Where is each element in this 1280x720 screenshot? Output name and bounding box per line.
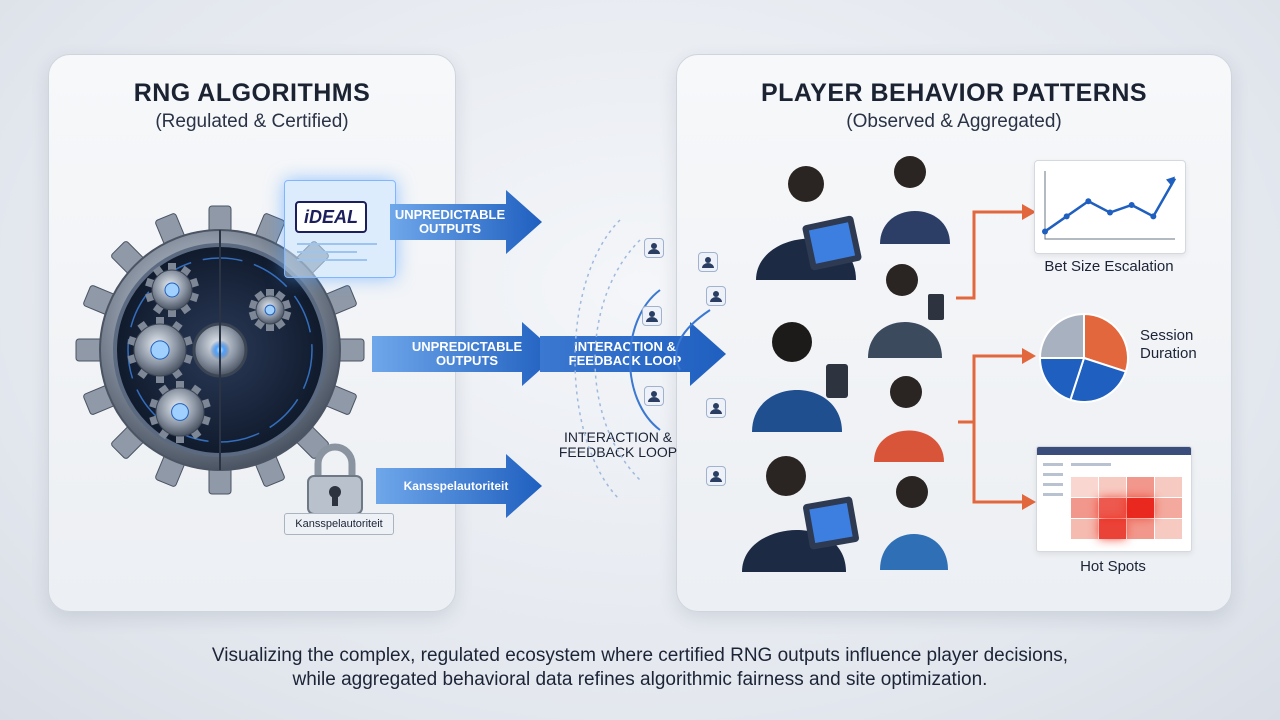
line-point: [1128, 202, 1135, 208]
user-icon: [644, 386, 664, 406]
heatmap-cell: [1071, 498, 1098, 518]
line-point: [1042, 228, 1048, 235]
ideal-card: iDEAL: [284, 180, 396, 278]
arrow-bottom: Kansspelautoriteit: [376, 454, 542, 518]
rng-title: RNG ALGORITHMS: [133, 79, 371, 107]
arrow-top: UNPREDICTABLE OUTPUTS: [390, 190, 542, 254]
feedback-swirl: [560, 200, 740, 520]
person-icon: [870, 150, 954, 244]
person-icon: [862, 258, 954, 358]
bet-size-label: Bet Size Escalation: [1044, 258, 1174, 275]
user-icon: [642, 306, 662, 326]
heatmap-cell: [1099, 477, 1126, 497]
behavior-subtitle: (Observed & Aggregated): [846, 111, 1062, 132]
caption: Visualizing the complex, regulated ecosy…: [0, 644, 1280, 692]
pie-slice: [1038, 357, 1086, 402]
heatmap-cell: [1155, 519, 1182, 539]
pie-slice: [1069, 356, 1128, 403]
hot-spots-label: Hot Spots: [1080, 558, 1146, 575]
arrow-middle-line2: OUTPUTS: [435, 353, 499, 368]
lock-icon: [300, 440, 370, 520]
person-icon: [736, 160, 866, 280]
line-series: [1044, 177, 1177, 233]
arrow-top-line2: OUTPUTS: [418, 221, 482, 236]
line-point: [1150, 213, 1157, 220]
session-label-line1: Session: [1140, 327, 1194, 344]
user-icon: [706, 286, 726, 306]
heatmap-cell: [1099, 498, 1126, 518]
loop-caption-line1: INTERACTION &: [563, 429, 673, 445]
session-duration-label: Session Duration: [1140, 327, 1220, 363]
ideal-logo-text: iDEAL: [304, 207, 358, 227]
person-icon: [736, 450, 866, 572]
gear-icon: [70, 200, 370, 500]
heatmap-cell: [1127, 498, 1154, 518]
arrow-middle: UNPREDICTABLE OUTPUTS: [372, 322, 558, 386]
pie-slice: [1038, 312, 1085, 359]
user-icon: [706, 398, 726, 418]
arrow-bottom-label: Kansspelautoriteit: [403, 479, 509, 493]
connector-arrows: [950, 196, 1040, 516]
heatmap-cell: [1071, 477, 1098, 497]
lock-label: Kansspelautoriteit: [284, 513, 394, 535]
arrow-loop-line1: INTERACTION &: [574, 339, 676, 354]
pie-chart-icon: [1036, 310, 1132, 406]
user-icon: [644, 238, 664, 258]
line-point: [1085, 198, 1092, 205]
heatmap-cell: [1155, 477, 1182, 497]
heatmap-cell: [1099, 519, 1126, 539]
rng-subtitle: (Regulated & Certified): [155, 111, 349, 132]
heatmap-icon: [1036, 446, 1192, 552]
arrow-middle-line1: UNPREDICTABLE: [411, 339, 523, 354]
caption-line2: while aggregated behavioral data refines…: [292, 669, 988, 690]
user-icon: [706, 466, 726, 486]
arrow-top-line1: UNPREDICTABLE: [394, 207, 506, 222]
ideal-logo: iDEAL: [295, 201, 367, 233]
line-point: [1107, 209, 1113, 216]
person-icon: [870, 370, 954, 462]
line-arrowhead: [1166, 176, 1175, 187]
bet-size-chart-card: [1034, 160, 1186, 254]
line-point: [1063, 213, 1070, 220]
caption-line1: Visualizing the complex, regulated ecosy…: [211, 645, 1069, 666]
line-chart-axes: [1044, 171, 1175, 240]
session-label-line2: Duration: [1140, 345, 1197, 362]
pie-slice: [1083, 312, 1129, 373]
heatmap-cell: [1071, 519, 1098, 539]
person-icon: [878, 470, 958, 570]
heatmap-cell: [1155, 498, 1182, 518]
user-icon: [698, 252, 718, 272]
lock-label-text: Kansspelautoriteit: [295, 518, 383, 530]
heatmap-cell: [1127, 519, 1154, 539]
behavior-title: PLAYER BEHAVIOR PATTERNS: [760, 79, 1148, 107]
heatmap-cell: [1127, 477, 1154, 497]
person-icon: [742, 312, 862, 432]
line-chart-icon: [1042, 171, 1177, 240]
arrow-loop-line2: FEEDBACK LOOP: [568, 353, 682, 368]
